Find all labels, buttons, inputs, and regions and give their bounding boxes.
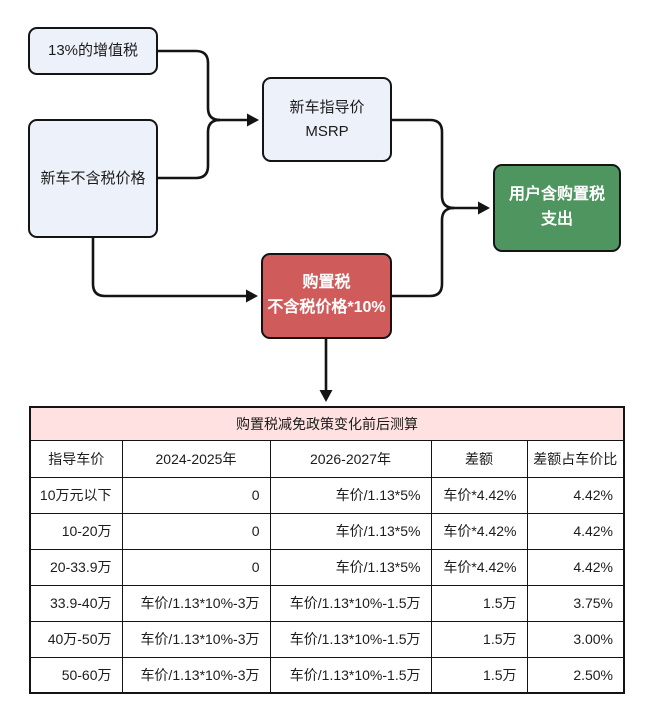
node-vat: 13%的增值税 [28,27,158,75]
arrow-into-msrp [218,113,259,127]
table-cell: 0 [121,476,271,514]
table-cell: 1.5万 [430,656,528,694]
table-title: 购置税减免政策变化前后测算 [29,406,625,441]
table-cell: 1.5万 [430,584,528,622]
table-cell: 车价/1.13*10%-3万 [121,656,271,694]
table-cell: 车价/1.13*10%-3万 [121,620,271,658]
node-user-outlay: 用户含购置税 支出 [493,164,621,252]
table-cell: 车价/1.13*10%-1.5万 [269,656,432,694]
node-vat-label: 13%的增值税 [47,42,139,60]
connector-msrp-to-user [392,118,455,210]
table-cell: 10万元以下 [29,476,123,514]
table-cell: 4.42% [526,512,625,550]
table-row: 50-60万 车价/1.13*10%-3万 车价/1.13*10%-1.5万 1… [29,656,625,694]
table-row: 20-33.9万 0 车价/1.13*5% 车价*4.42% 4.42% [29,548,625,586]
table-title-row: 购置税减免政策变化前后测算 [29,406,625,441]
flow-connectors [91,49,490,402]
col-header-difference: 差额 [430,439,528,478]
col-header-price-range: 指导车价 [29,439,123,478]
node-pretax-price-label: 新车不含税价格 [40,169,146,187]
connector-tax-to-user [391,206,455,298]
table-cell: 0 [121,548,271,586]
node-user-outlay-line2: 支出 [540,211,573,228]
col-header-2026-2027: 2026-2027年 [269,439,432,478]
table-row: 40万-50万 车价/1.13*10%-3万 车价/1.13*10%-1.5万 … [29,620,625,658]
node-pretax-price: 新车不含税价格 [28,119,158,238]
node-purchase-tax-line1: 购置税 [302,274,351,292]
node-user-outlay-line1: 用户含购置税 [508,186,605,204]
node-msrp: 新车指导价 MSRP [262,77,392,162]
table-header-row: 指导车价 2024-2025年 2026-2027年 差额 差额占车价比 [29,439,625,478]
node-msrp-line2: MSRP [305,122,349,140]
col-header-diff-ratio: 差额占车价比 [526,439,625,478]
table-cell: 车价*4.42% [430,512,528,550]
table-cell: 40万-50万 [29,620,123,658]
node-purchase-tax: 购置税 不含税价格*10% [261,253,392,339]
table-cell: 2.50% [526,656,625,694]
table-row: 10-20万 0 车价/1.13*5% 车价*4.42% 4.42% [29,512,625,550]
table-cell: 车价/1.13*10%-1.5万 [269,620,432,658]
table-cell: 4.42% [526,548,625,586]
table-cell: 车价*4.42% [430,476,528,514]
connector-vat-to-msrp [158,49,221,122]
col-header-2024-2025: 2024-2025年 [121,439,271,478]
connector-pretax-to-msrp [158,118,221,180]
table-cell: 1.5万 [430,620,528,658]
table-cell: 3.75% [526,584,625,622]
table-cell: 车价/1.13*5% [269,476,432,514]
node-purchase-tax-line2: 不含税价格*10% [267,299,386,316]
policy-table: 购置税减免政策变化前后测算 指导车价 2024-2025年 2026-2027年… [29,406,626,694]
table-cell: 3.00% [526,620,625,658]
table-cell: 20-33.9万 [29,548,123,586]
arrow-into-user [452,201,490,215]
table-cell: 车价/1.13*5% [269,548,432,586]
table-row: 10万元以下 0 车价/1.13*5% 车价*4.42% 4.42% [29,476,625,514]
connector-tax-to-table [319,339,333,402]
connector-pretax-to-tax [91,238,258,303]
table-cell: 50-60万 [29,656,123,694]
table-cell: 0 [121,512,271,550]
table-cell: 车价*4.42% [430,548,528,586]
table-cell: 4.42% [526,476,625,514]
table-cell: 车价/1.13*10%-3万 [121,584,271,622]
table-row: 33.9-40万 车价/1.13*10%-3万 车价/1.13*10%-1.5万… [29,584,625,622]
node-msrp-line1: 新车指导价 [289,99,365,117]
table-cell: 10-20万 [29,512,123,550]
table-cell: 车价/1.13*10%-1.5万 [269,584,432,622]
table-cell: 33.9-40万 [29,584,123,622]
table-cell: 车价/1.13*5% [269,512,432,550]
